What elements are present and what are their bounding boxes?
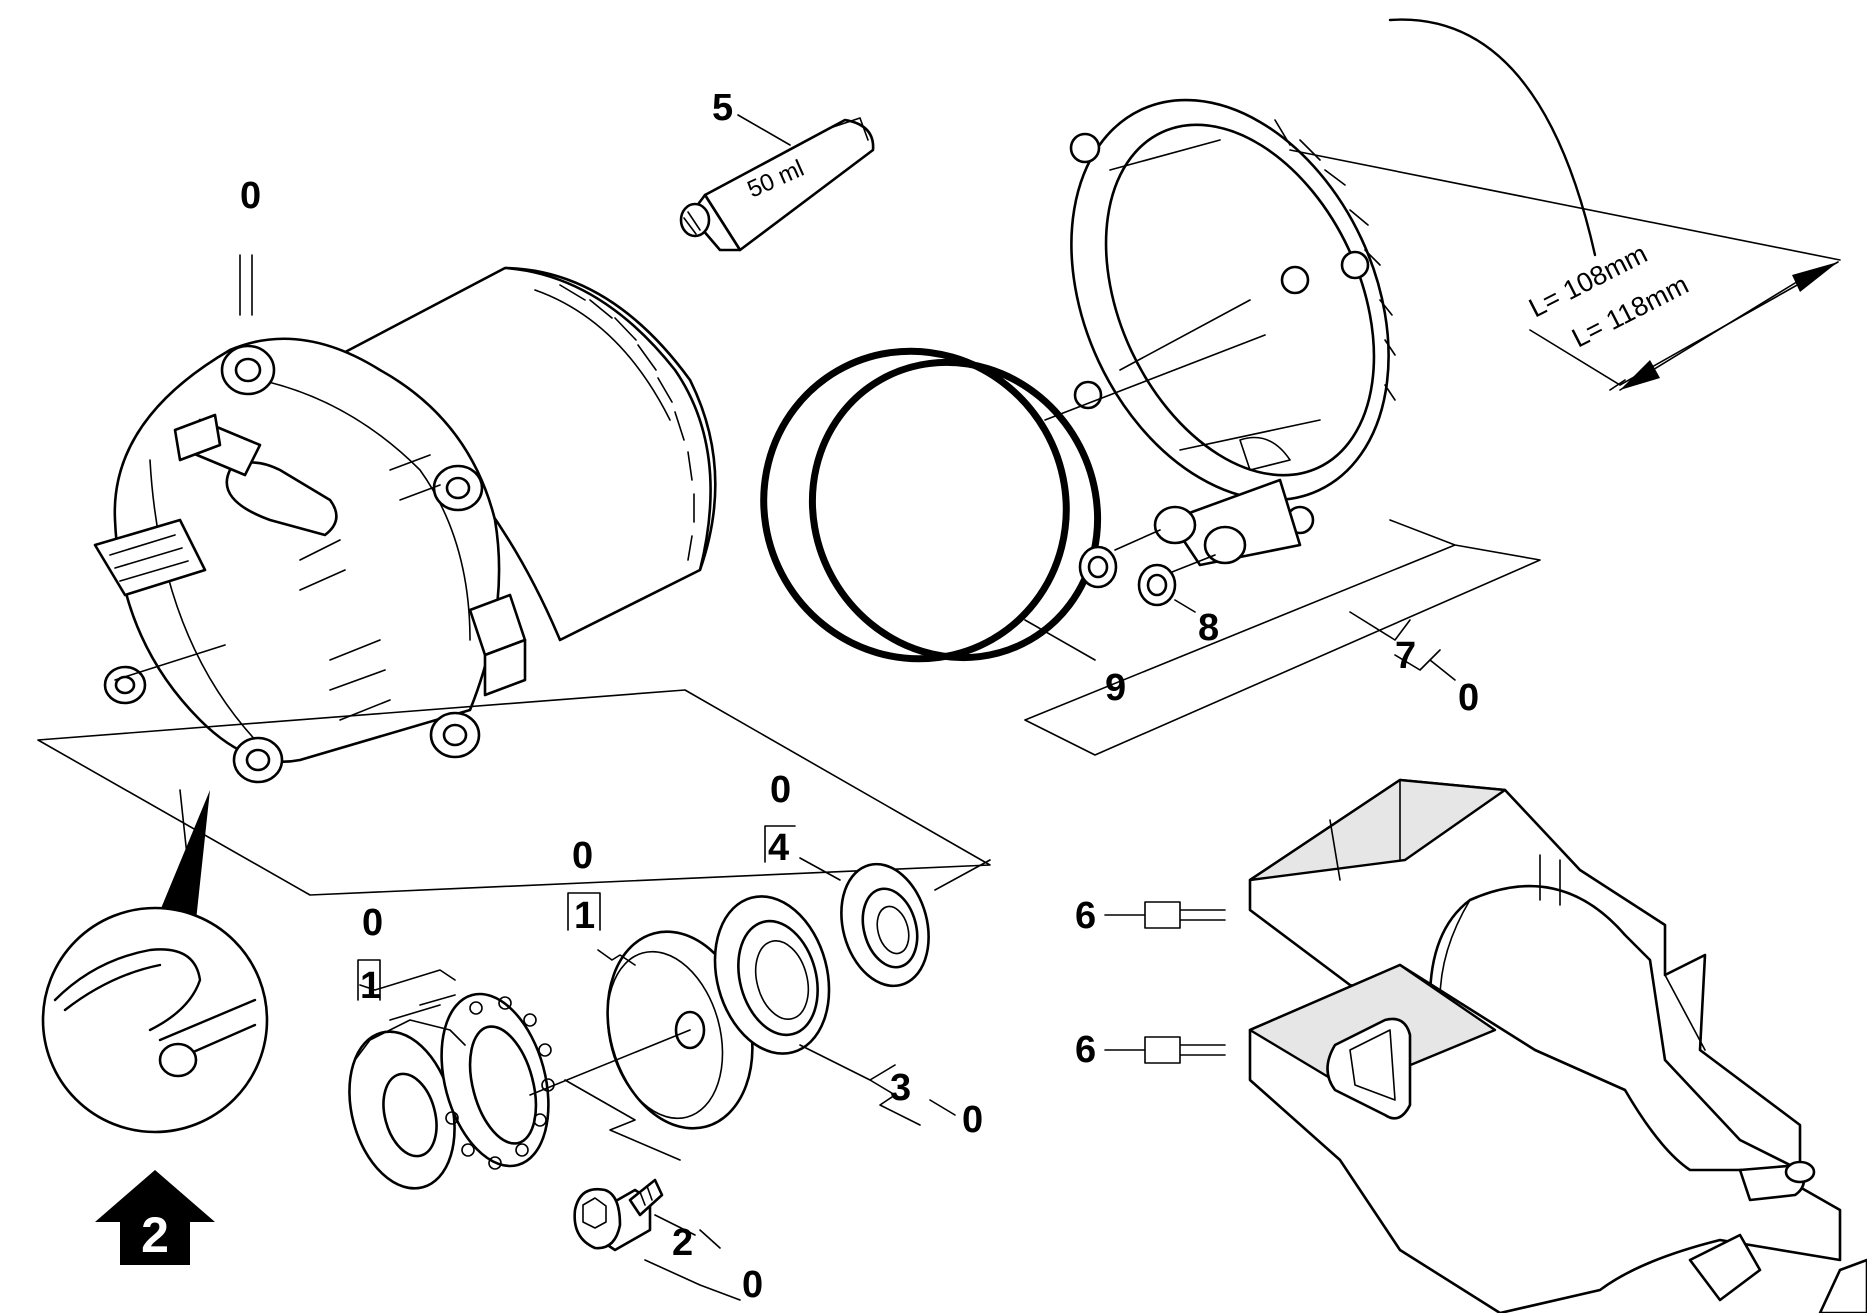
grease-tube: 50 ml — [679, 117, 875, 252]
pump-flange — [1069, 18, 1597, 567]
hex-screw — [573, 1178, 664, 1252]
detail-view — [41, 789, 269, 1134]
dimension-lines — [1289, 149, 1841, 391]
callout-2-sub: 0 — [742, 1264, 763, 1306]
group-frame-flange — [1024, 519, 1541, 756]
shaft-seal — [840, 862, 930, 988]
callout-6-top: 6 — [1075, 895, 1096, 937]
callout-1-cup: 1 — [574, 895, 595, 937]
callout-4: 4 — [768, 827, 789, 869]
callout-0-washer: 0 — [362, 902, 383, 944]
callout-8: 8 — [1198, 607, 1219, 649]
callout-2: 2 — [672, 1222, 693, 1264]
callout-3-sub: 0 — [962, 1099, 983, 1141]
view-reference-arrow: 2 — [95, 1170, 215, 1265]
view-reference-label: 2 — [141, 1207, 169, 1263]
callout-0-cup: 0 — [572, 835, 593, 877]
group-frame-motor — [37, 689, 991, 896]
flange-axis — [1044, 334, 1266, 421]
ball-bearing — [713, 895, 831, 1055]
callout-0-bearing4: 0 — [770, 769, 791, 811]
callout-3: 3 — [890, 1067, 911, 1109]
callout-9: 9 — [1105, 667, 1126, 709]
motor-housing — [93, 266, 717, 784]
thrust-washer — [348, 1030, 456, 1190]
housing-half-bottom — [1248, 963, 1867, 1313]
callout-7: 7 — [1395, 635, 1416, 677]
callout-5: 5 — [712, 87, 733, 129]
callout-7-sub: 0 — [1458, 677, 1479, 719]
callout-1-washer: 1 — [360, 965, 381, 1007]
seal-rings — [1078, 545, 1177, 607]
shaft-axis — [529, 1029, 691, 1096]
callout-6-bottom: 6 — [1075, 1029, 1096, 1071]
needle-bearing-cage — [440, 992, 555, 1170]
callout-0-cable: 0 — [240, 175, 261, 217]
o-rings — [760, 347, 1102, 663]
